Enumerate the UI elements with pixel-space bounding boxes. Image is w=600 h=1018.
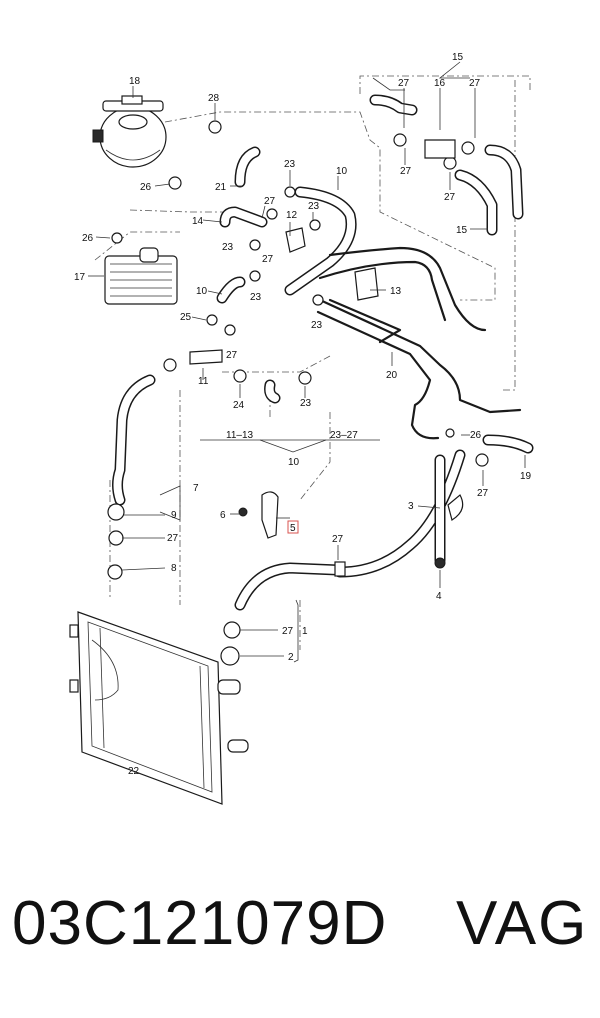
callout-13: 13 xyxy=(390,286,402,297)
callout-23a: 23 xyxy=(284,159,296,170)
callout-4: 4 xyxy=(436,591,442,602)
callout-23b: 23 xyxy=(308,201,320,212)
callout-8: 8 xyxy=(171,563,177,574)
callout-27i: 27 xyxy=(469,78,481,89)
callout-15b: 15 xyxy=(456,225,468,236)
callout-24: 24 xyxy=(233,400,245,411)
callout-27h: 27 xyxy=(398,78,410,89)
callout-23f: 23 xyxy=(300,398,312,409)
callout-15a: 15 xyxy=(452,52,464,63)
callout-23c: 23 xyxy=(222,242,234,253)
oil-cooler xyxy=(104,247,178,305)
callout-1: 1 xyxy=(302,626,308,637)
callout-9: 9 xyxy=(171,510,177,521)
callout-27c: 27 xyxy=(226,350,238,361)
callout-10a: 10 xyxy=(336,166,348,177)
callout-19: 19 xyxy=(520,471,532,482)
callout-14: 14 xyxy=(192,216,204,227)
callout-17: 17 xyxy=(74,272,86,283)
callout-25: 25 xyxy=(180,312,192,323)
callout-labels: 18 28 26 21 23 10 14 27 12 23 26 23 27 1… xyxy=(74,52,532,777)
callout-27e: 27 xyxy=(167,533,179,544)
callout-28: 28 xyxy=(208,93,220,104)
callout-21: 21 xyxy=(215,182,227,193)
highlighted-part-5-box xyxy=(287,520,299,534)
callout-27b: 27 xyxy=(262,254,274,265)
brand-label: VAG xyxy=(456,889,589,958)
callout-12: 12 xyxy=(286,210,298,221)
callout-23d: 23 xyxy=(250,292,262,303)
callout-16: 16 xyxy=(434,78,446,89)
callout-23e: 23 xyxy=(311,320,323,331)
callout-27g: 27 xyxy=(282,626,294,637)
callout-20: 20 xyxy=(386,370,398,381)
radiator xyxy=(69,611,249,805)
callout-27d: 27 xyxy=(477,488,489,499)
callout-3: 3 xyxy=(408,501,414,512)
part-number: 03C121079D xyxy=(12,889,388,958)
callout-10c: 10 xyxy=(288,457,300,468)
coolant-hoses xyxy=(112,94,534,611)
expansion-tank xyxy=(92,95,167,168)
callout-2: 2 xyxy=(288,652,294,663)
callout-10b: 10 xyxy=(196,286,208,297)
callout-18: 18 xyxy=(129,76,141,87)
callout-11-13: 11–13 xyxy=(226,430,254,441)
coolant-system-exploded-diagram: 18 28 26 21 23 10 14 27 12 23 26 23 27 1… xyxy=(69,52,534,805)
callout-27k: 27 xyxy=(444,192,456,203)
callout-26c: 26 xyxy=(470,430,482,441)
callout-27f: 27 xyxy=(332,534,344,545)
callout-27j: 27 xyxy=(400,166,412,177)
callout-6: 6 xyxy=(220,510,226,521)
callout-23-27: 23–27 xyxy=(330,430,358,441)
callout-26b: 26 xyxy=(82,233,94,244)
callout-7: 7 xyxy=(193,483,199,494)
callout-22: 22 xyxy=(128,766,140,777)
callout-11: 11 xyxy=(198,376,209,387)
callout-26a: 26 xyxy=(140,182,152,193)
callout-leader-lines xyxy=(88,61,526,663)
callout-27a: 27 xyxy=(264,196,276,207)
callout-5: 5 xyxy=(290,523,296,534)
fittings-and-clamps xyxy=(107,120,489,666)
